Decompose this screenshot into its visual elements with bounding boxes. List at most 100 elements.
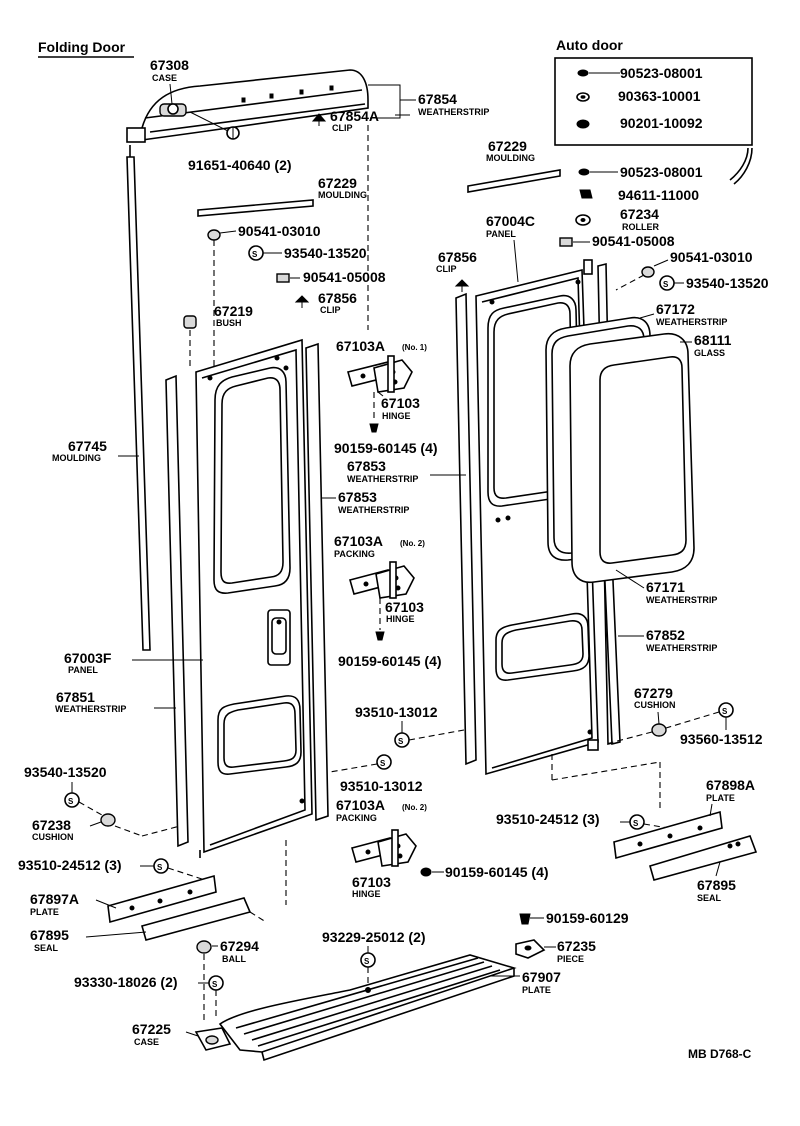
- name-67856-left: CLIP: [320, 305, 341, 315]
- label-67853-a: 67853: [347, 458, 386, 474]
- trim-curve: [729, 147, 749, 181]
- screw-90159-3: [420, 867, 432, 877]
- label-67745: 67745: [68, 438, 107, 454]
- edge-strip-right-panel: [455, 292, 477, 766]
- name-67279: CUSHION: [634, 700, 676, 710]
- name-67004c: PANEL: [486, 229, 516, 239]
- moulding-67229-left: [197, 199, 314, 217]
- label-67103-3: 67103: [352, 874, 391, 890]
- name-67238: CUSHION: [32, 832, 74, 842]
- label-90159-3: 90159-60145 (4): [445, 864, 549, 880]
- name-67172: WEATHERSTRIP: [656, 317, 727, 327]
- svg-text:S: S: [157, 863, 163, 872]
- label-67308: 67308: [150, 57, 189, 73]
- svg-text:S: S: [663, 280, 669, 289]
- label-91651: 91651-40640 (2): [188, 157, 292, 173]
- label-93510-a: 93510-13012: [355, 704, 438, 720]
- hinge-67103-2: [349, 561, 415, 599]
- label-67103a-3: 67103A: [336, 797, 385, 813]
- clip-67856-right: [454, 279, 470, 287]
- suffix-67103a-2: (No. 2): [400, 539, 425, 548]
- name-67003f: PANEL: [68, 665, 98, 675]
- clip-90541-05008-right: [559, 237, 573, 247]
- moulding-67229-right: [467, 169, 561, 193]
- label-67852: 67852: [646, 627, 685, 643]
- label-67234: 67234: [620, 206, 659, 222]
- name-67103-3: HINGE: [352, 889, 381, 899]
- label-67895-right: 67895: [697, 877, 736, 893]
- washer-90523-right: [578, 168, 590, 176]
- name-67294: BALL: [222, 954, 246, 964]
- name-67854a: CLIP: [332, 123, 353, 133]
- label-90159-60129: 90159-60129: [546, 910, 629, 926]
- diagram-code: MB D768-C: [688, 1047, 752, 1061]
- label-67856-left: 67856: [318, 290, 357, 306]
- label-90541-05008-left: 90541-05008: [303, 269, 386, 285]
- name-67225: CASE: [134, 1037, 159, 1047]
- clip-67856-left: [294, 295, 310, 303]
- label-67279: 67279: [634, 685, 673, 701]
- label-67238: 67238: [32, 817, 71, 833]
- label-93540-13520-left: 93540-13520: [284, 245, 367, 261]
- label-67856-right: 67856: [438, 249, 477, 265]
- label-90541-03010-right: 90541-03010: [670, 249, 753, 265]
- svg-text:S: S: [380, 759, 386, 768]
- weatherstrip-67853-left: [305, 342, 329, 822]
- svg-text:S: S: [633, 819, 639, 828]
- name-67895-right: SEAL: [697, 893, 722, 903]
- box-item-nut: 90201-10092: [576, 115, 703, 131]
- label-67229-left: 67229: [318, 175, 357, 191]
- svg-text:90201-10092: 90201-10092: [620, 115, 703, 131]
- name-67103-2: HINGE: [386, 614, 415, 624]
- auto-door-parts-box: [554, 57, 753, 146]
- label-67103a-1: 67103A: [336, 338, 385, 354]
- name-67103a-3: PACKING: [336, 813, 377, 823]
- suffix-67103a-1: (No. 1): [402, 343, 427, 352]
- screw-93510-b: [376, 754, 392, 770]
- suffix-67103a-3: (No. 2): [402, 803, 427, 812]
- panel-67003f: [195, 338, 313, 854]
- label-67898a: 67898A: [706, 777, 755, 793]
- label-67897a: 67897A: [30, 891, 79, 907]
- screw-90159-2: [375, 631, 385, 641]
- label-67229-right: 67229: [488, 138, 527, 154]
- name-67898a: PLATE: [706, 793, 735, 803]
- svg-text:90363-10001: 90363-10001: [618, 88, 701, 104]
- screw-90159-1: [369, 423, 379, 433]
- svg-text:S: S: [252, 250, 258, 259]
- label-67004c: 67004C: [486, 213, 535, 229]
- label-67003f: 67003F: [64, 650, 112, 666]
- label-90159-2: 90159-60145 (4): [338, 653, 442, 669]
- weatherstrip-67851: [165, 374, 189, 848]
- hinge-67103-3: [351, 829, 417, 867]
- name-67308: CASE: [152, 73, 177, 83]
- name-67852: WEATHERSTRIP: [646, 643, 717, 653]
- ball-67294: [196, 940, 212, 954]
- label-90159-1: 90159-60145 (4): [334, 440, 438, 456]
- label-93510-24512-right: 93510-24512 (3): [496, 811, 600, 827]
- box-item-washer-2: 90363-10001: [576, 88, 701, 104]
- label-67103-1: 67103: [381, 395, 420, 411]
- box-item-washer-1: 90523-08001: [577, 65, 703, 81]
- label-67103-2: 67103: [385, 599, 424, 615]
- label-67172: 67172: [656, 301, 695, 317]
- step-plate-67907: [218, 954, 517, 1062]
- top-case-67308: [126, 69, 369, 143]
- label-93540-13520-right: 93540-13520: [686, 275, 769, 291]
- label-93229: 93229-25012 (2): [322, 929, 426, 945]
- name-67103-1: HINGE: [382, 411, 411, 421]
- label-67907: 67907: [522, 969, 561, 985]
- name-67219: BUSH: [216, 318, 242, 328]
- grommet-90541-left: [207, 229, 221, 241]
- heading-folding-door: Folding Door: [38, 39, 126, 55]
- name-67229-left: MOULDING: [318, 190, 367, 200]
- name-67897a: PLATE: [30, 907, 59, 917]
- label-67103a-2: 67103A: [334, 533, 383, 549]
- plate-67897a: [107, 874, 217, 924]
- glass-68111: [569, 332, 695, 584]
- heading-auto-door: Auto door: [556, 37, 623, 53]
- name-67745: MOULDING: [52, 453, 101, 463]
- name-67171: WEATHERSTRIP: [646, 595, 717, 605]
- bush-67219: [183, 315, 197, 329]
